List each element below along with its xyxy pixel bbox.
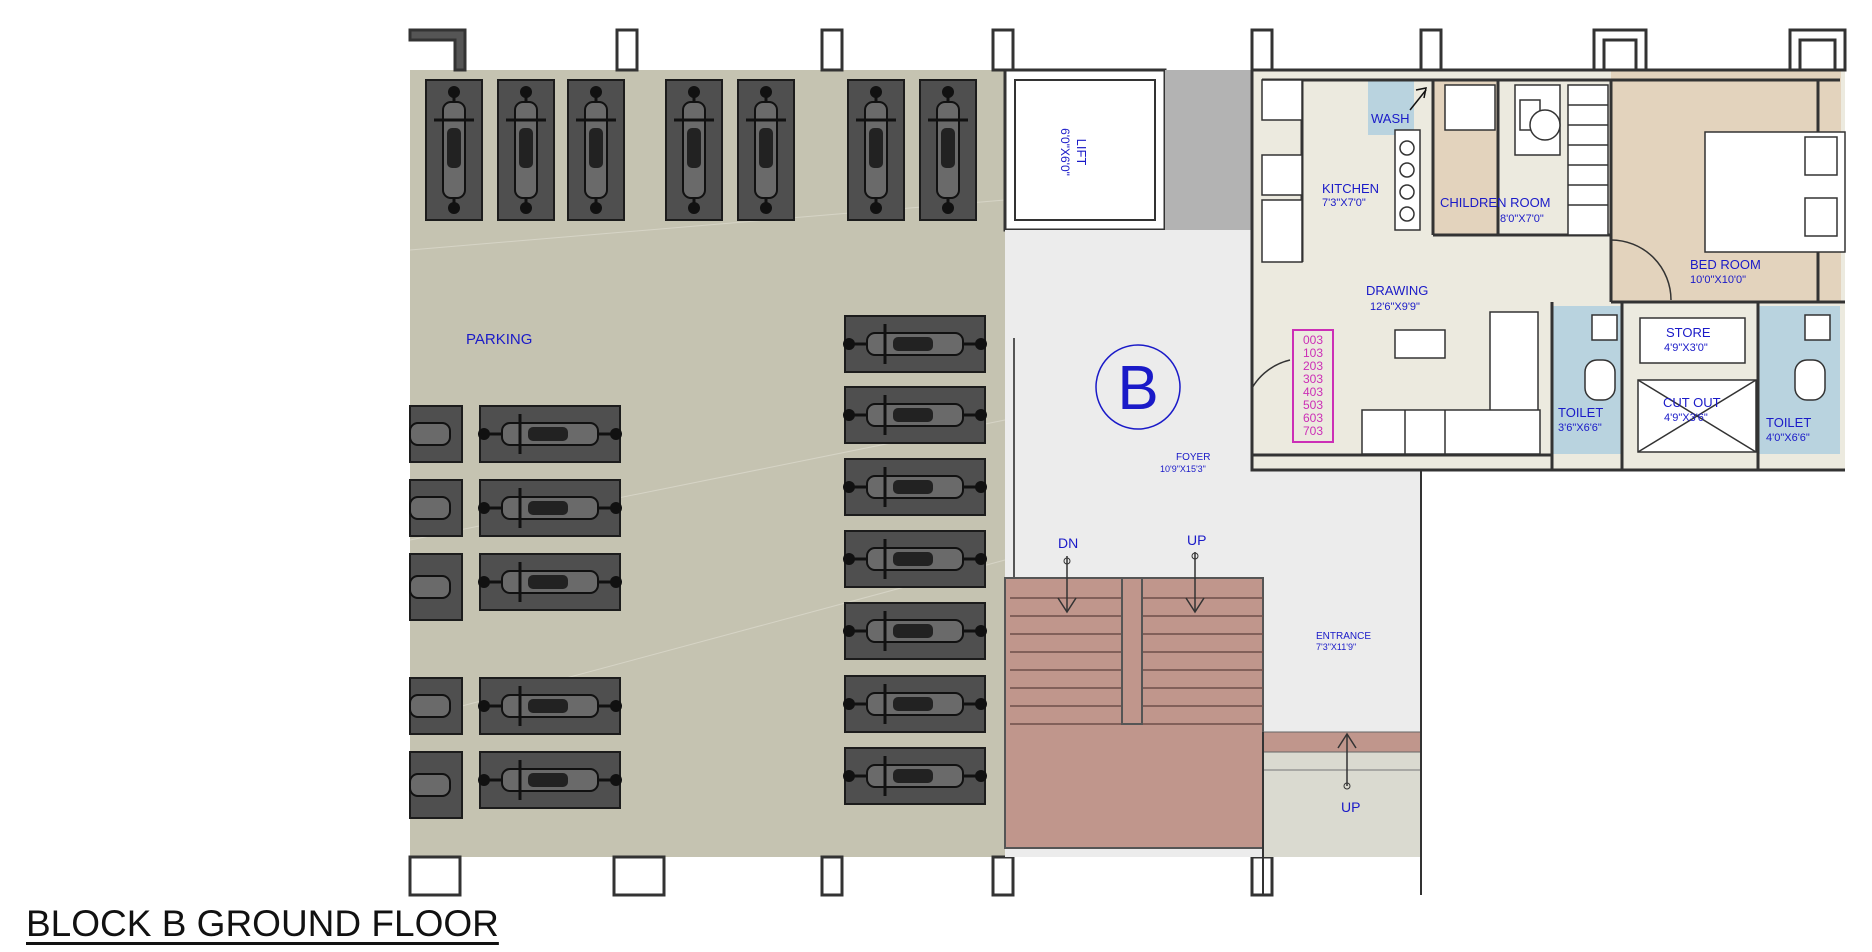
lift-label: LIFT [1074,139,1089,166]
cut-out-label: CUT OUT [1663,395,1721,410]
drawing-label: DRAWING [1366,283,1428,298]
lift-area: LIFT 6'0"X6'0" [1003,68,1252,232]
toilet-left-label: TOILET [1558,405,1603,420]
kitchen-label: KITCHEN [1322,181,1379,196]
toilet-right-label: TOILET [1766,415,1811,430]
flat-number: 103 [1303,346,1323,360]
toilet-left-size: 3'6"X6'6" [1558,422,1602,434]
bed-room-size: 10'0"X10'0" [1690,274,1746,286]
flat-number: 703 [1303,424,1323,438]
flat-number: 603 [1303,411,1323,425]
flat-number: 303 [1303,372,1323,386]
entrance-up-label: UP [1341,799,1360,815]
bike-slots-right-column [841,314,989,806]
flat-numbers: 003 103 203 303 403 503 603 703 [1292,329,1334,443]
plan-title: BLOCK B GROUND FLOOR [26,903,499,944]
bed-room-label: BED ROOM [1690,257,1761,272]
lift-size: 6'0"X6'0" [1058,128,1072,176]
foyer-size: 10'9"X15'3" [1160,464,1206,474]
entrance-label: ENTRANCE [1316,631,1371,642]
toilet-right-size: 4'0"X6'6" [1766,432,1810,444]
wash-label: WASH [1371,111,1410,126]
structural-columns [408,28,1847,897]
parking-label: PARKING [466,331,532,348]
store-label: STORE [1666,325,1711,340]
bike-slots-left [409,404,624,819]
drawing-size: 12'6"X9'9" [1370,301,1420,313]
stairs-up-label: UP [1187,532,1206,548]
foyer-label: FOYER [1176,452,1210,463]
flat-unit [1250,68,1846,472]
flat-number: 003 [1303,333,1323,347]
flat-number: 403 [1303,385,1323,399]
staircase: DN UP [1004,532,1264,849]
children-room-size: 8'0"X7'0" [1500,213,1544,225]
stairs-dn-label: DN [1058,535,1078,551]
entrance-area: UP ENTRANCE 7'3"X11'9" [1262,470,1422,895]
entrance-size: 7'3"X11'9" [1316,642,1356,652]
flat-number: 203 [1303,359,1323,373]
children-room-label: CHILDREN ROOM [1440,195,1551,210]
cut-out-size: 4'9"X3'6" [1664,412,1708,424]
store-size: 4'9"X3'0" [1664,342,1708,354]
block-letter: B [1117,354,1158,423]
bike-slots-top-row [424,78,978,222]
flat-number: 503 [1303,398,1323,412]
kitchen-size: 7'3"X7'0" [1322,197,1366,209]
